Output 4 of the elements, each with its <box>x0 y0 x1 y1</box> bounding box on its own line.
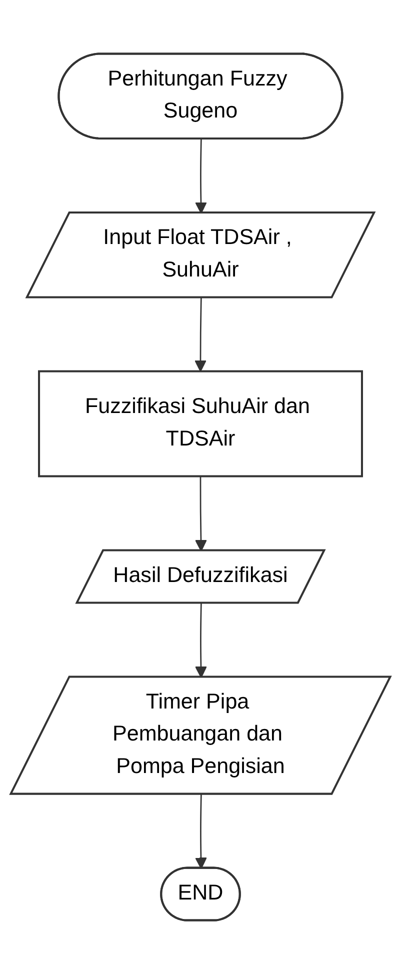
arrow <box>195 603 207 678</box>
arrow <box>194 298 206 372</box>
arrow <box>195 476 207 552</box>
node-box: Fuzzifikasi SuhuAir dan TDSAir <box>38 370 363 478</box>
